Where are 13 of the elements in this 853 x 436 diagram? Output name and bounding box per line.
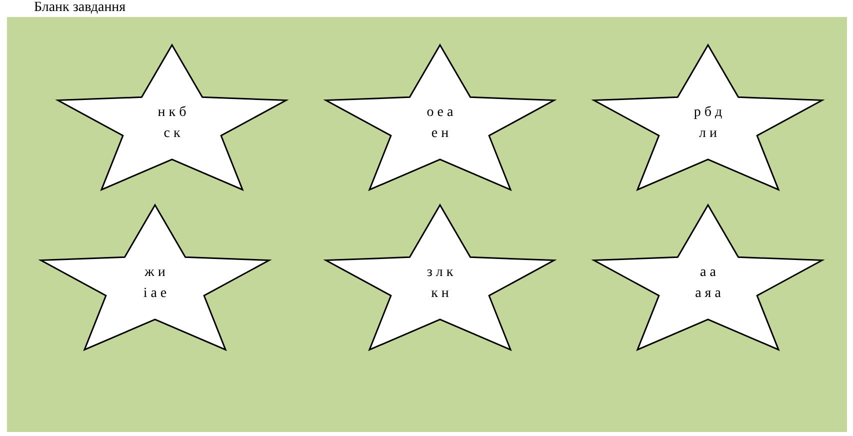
star-text: а я а	[694, 285, 722, 302]
star-text: е н	[430, 125, 450, 142]
star-text: ж и	[144, 264, 166, 281]
star-text: з л к	[426, 264, 454, 281]
star-text: н к б	[156, 104, 188, 121]
star-text: с к	[162, 125, 182, 142]
title: Бланк завдання	[34, 0, 126, 16]
star-text: к н	[430, 285, 450, 302]
star-text: а а	[699, 264, 717, 281]
star-text: о е а	[426, 104, 454, 121]
star-text: л и	[698, 125, 718, 142]
star-text: р б д	[692, 104, 724, 121]
star-text: і а е	[142, 285, 168, 302]
